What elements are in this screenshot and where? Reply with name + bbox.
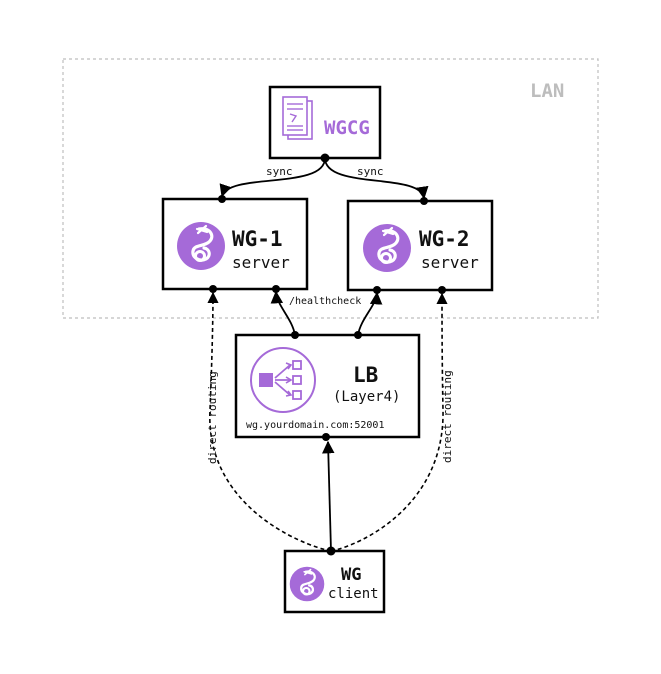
edge-endpoint [272, 285, 280, 293]
edge-healthcheck-left [270, 290, 296, 336]
edge-endpoint [291, 331, 299, 339]
edge-client-lb [322, 440, 335, 552]
direct-right-label: direct routing [441, 370, 454, 463]
wg2-subtitle: server [421, 253, 479, 272]
edge-endpoint [320, 153, 330, 163]
edge-endpoint [420, 197, 428, 205]
lan-label: LAN [530, 80, 564, 102]
edge-endpoint [326, 546, 336, 556]
client-node: WG client [283, 549, 386, 614]
edge-endpoint [373, 286, 381, 294]
edge-endpoint [438, 286, 446, 294]
load-balancer-icon [250, 347, 316, 413]
client-title: WG [341, 565, 361, 585]
sync-left-label: sync [266, 165, 293, 178]
edge-endpoint [218, 195, 226, 203]
wireguard-logo-icon [361, 222, 413, 274]
sync-right-label: sync [357, 165, 384, 178]
edge-endpoint [354, 331, 362, 339]
edge-endpoint [322, 433, 330, 441]
lb-endpoint: wg.yourdomain.com:52001 [246, 420, 384, 431]
edge-endpoint [209, 285, 217, 293]
wg2-title: WG-2 [419, 227, 470, 251]
wg1-node: WG-1 server [161, 197, 309, 291]
wg1-title: WG-1 [232, 227, 283, 251]
edge-direct-right [330, 292, 448, 552]
direct-left-label: direct routing [206, 371, 219, 464]
document-icon [282, 96, 313, 140]
client-subtitle: client [328, 586, 379, 602]
edge-sync-right [324, 157, 429, 200]
lan-boundary [62, 58, 599, 319]
edge-sync-left [219, 157, 326, 198]
wgcg-node: WGCG [268, 85, 382, 160]
wireguard-logo-icon [175, 220, 227, 272]
wg1-subtitle: server [232, 253, 290, 272]
lb-title: LB [353, 363, 378, 387]
wgcg-title: WGCG [324, 117, 370, 139]
lb-subtitle: (Layer4) [333, 389, 400, 405]
healthcheck-label: /healthcheck [289, 296, 361, 307]
edge-healthcheck-right [357, 291, 383, 336]
edge-direct-left [207, 291, 332, 552]
wireguard-logo-icon [288, 565, 326, 603]
wg2-node: WG-2 server [346, 199, 494, 292]
lb-node: LB (Layer4) wg.yourdomain.com:52001 [234, 333, 421, 439]
